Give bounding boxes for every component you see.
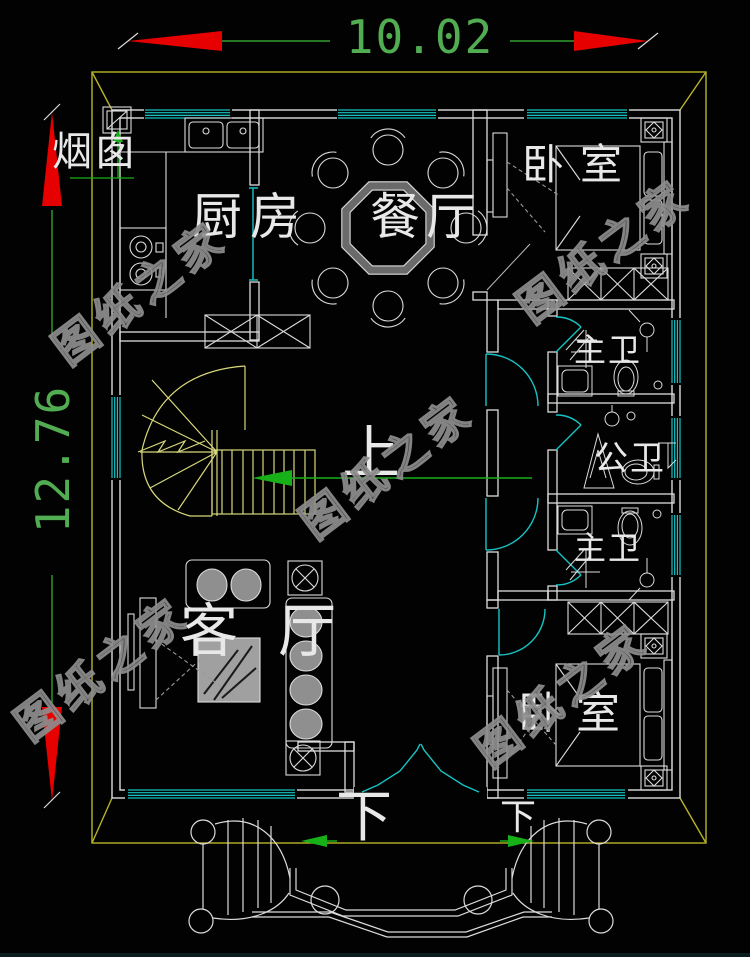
dimension-top (117, 31, 659, 51)
entrance-porch (188, 818, 614, 938)
room-label-bedroom-bottom: 卧室 (518, 688, 634, 739)
room-label-dining: 餐厅 (370, 188, 482, 246)
dimension-left (42, 103, 62, 809)
bedroom-top-door-leaf (486, 243, 531, 291)
height-dimension-label: 12.76 (26, 384, 80, 534)
dining-chairs (288, 128, 488, 328)
room-label-master-bath-bottom: 主卫 (574, 529, 643, 567)
room-label-living: 客厅 (180, 597, 377, 665)
living-room-furniture (127, 559, 333, 776)
porch-step-arrows (301, 835, 534, 847)
bedroom-top-furniture (486, 117, 673, 301)
dining-table (341, 181, 435, 275)
stairs-direction-arrow (252, 470, 532, 486)
roof-outline (91, 71, 707, 844)
doors (249, 187, 582, 793)
chimney-leader (70, 130, 134, 179)
bedroom-bottom-furniture (486, 601, 673, 791)
staircase (137, 365, 316, 517)
room-label-shared-bath: 公卫 (594, 439, 666, 479)
windows (111, 109, 681, 799)
bathroom-top-fixtures (557, 309, 663, 397)
room-label-chimney: 烟囱 (52, 129, 138, 175)
width-dimension-label: 10.02 (345, 10, 495, 64)
room-label-master-bath-top: 主卫 (574, 331, 643, 369)
entrance-down-label: 下 (336, 785, 392, 850)
stairs-up-label: 上 (342, 419, 401, 487)
entrance-down-label-right: 下 (500, 797, 537, 838)
bottom-edge-strip (0, 953, 750, 957)
room-label-kitchen: 厨房 (192, 188, 308, 246)
bathroom-bottom-fixtures (557, 505, 662, 601)
kitchen-fixtures (102, 106, 311, 349)
room-label-bedroom-top: 卧室 (522, 140, 639, 189)
bathroom-middle-fixtures (583, 405, 677, 489)
